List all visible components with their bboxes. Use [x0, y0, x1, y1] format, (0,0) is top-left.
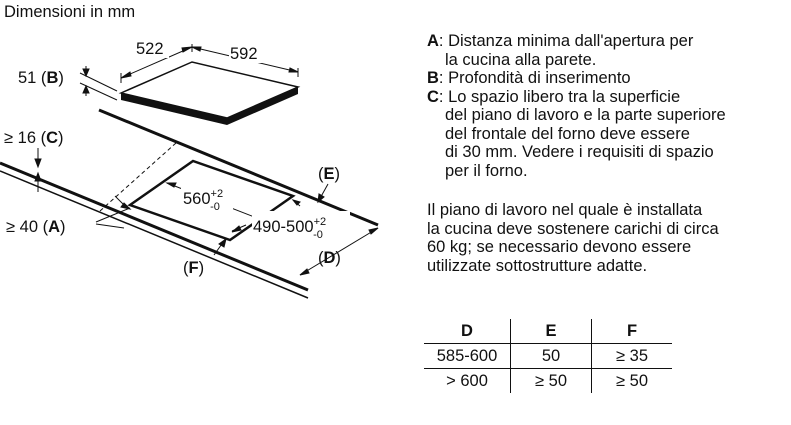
table-header-d: D: [461, 321, 473, 340]
note-b-line-1: : Profondità di inserimento: [438, 69, 631, 87]
note-c: C: Lo spazio libero tra la superficie: [427, 88, 787, 107]
table-cell: 585-600: [424, 343, 511, 369]
distance-d-dimension: [299, 227, 379, 276]
cutout-depth-dimension: [231, 199, 301, 233]
insert-depth-dimension: [79, 66, 118, 101]
distance-f-dimension: [213, 237, 227, 256]
diagram-title: Dimensioni in mm: [4, 3, 135, 21]
load-note-line-1: Il piano di lavoro nel quale è installat…: [427, 201, 703, 219]
hob-width-label: 522: [136, 40, 164, 58]
cutout-width-label: 560+2-0: [183, 188, 223, 213]
table-header-e: E: [510, 319, 592, 344]
note-a-line-1: : Distanza minima dall'apertura per: [438, 32, 694, 50]
clearance-table: D E F 585-600 50 ≥ 35 > 600 ≥ 50 ≥ 50: [424, 319, 672, 393]
table-header-f: F: [626, 321, 638, 340]
distance-a-dimension: [95, 195, 132, 229]
load-note-line-2: la cucina deve sostenere carichi di circ…: [427, 219, 719, 238]
load-note-line-4: utilizzate sottostrutture adatte.: [427, 256, 648, 275]
clearance-c-dimension: [34, 148, 42, 192]
table-cell: 50: [510, 343, 592, 369]
hob-width-dimension: [120, 44, 193, 83]
table-row: > 600 ≥ 50 ≥ 50: [424, 368, 672, 393]
table-row: 585-600 50 ≥ 35: [424, 343, 672, 369]
distance-a-label: ≥ 40 (A): [6, 218, 66, 236]
note-c-line-3: del frontale del forno deve essere: [445, 124, 690, 143]
cutout-depth-label: 490-500+2-0: [253, 216, 326, 241]
hob-depth-label: 592: [230, 45, 258, 63]
note-a-line-2: la cucina alla parete.: [445, 50, 597, 69]
note-a-key: A: [427, 32, 439, 50]
note-a: A: Distanza minima dall'apertura per: [427, 32, 787, 51]
distance-d-label: (D): [318, 249, 341, 267]
hob: [118, 61, 301, 125]
distance-e-dimension: [317, 183, 329, 204]
table-cell: ≥ 50: [510, 368, 592, 393]
table-cell: ≥ 50: [616, 371, 648, 390]
note-c-line-4: di 30 mm. Vedere i requisiti di spazio: [445, 143, 714, 161]
note-c-line-1: : Lo spazio libero tra la superficie: [438, 87, 681, 106]
table-cell: ≥ 35: [591, 343, 672, 369]
worktop-load-note: Il piano di lavoro nel quale è installat…: [427, 201, 787, 275]
note-b-key: B: [427, 69, 439, 87]
clearance-c-label: ≥ 16 (C): [4, 129, 64, 147]
note-b: B: Profondità di inserimento: [427, 69, 787, 88]
table-cell: > 600: [446, 371, 488, 390]
load-note-line-3: 60 kg; se necessario devono essere: [427, 238, 692, 256]
note-c-line-2: del piano di lavoro e la parte superiore: [445, 106, 726, 124]
insert-depth-label: 51 (B): [18, 69, 64, 87]
table-header-row: D E F: [424, 319, 672, 344]
legend-notes: A: Distanza minima dall'apertura per la …: [427, 32, 787, 180]
note-c-line-5: per il forno.: [445, 161, 528, 180]
distance-e-label: F(E): [318, 165, 340, 183]
note-c-key: C: [427, 87, 439, 106]
distance-f-label: (F): [183, 259, 204, 277]
